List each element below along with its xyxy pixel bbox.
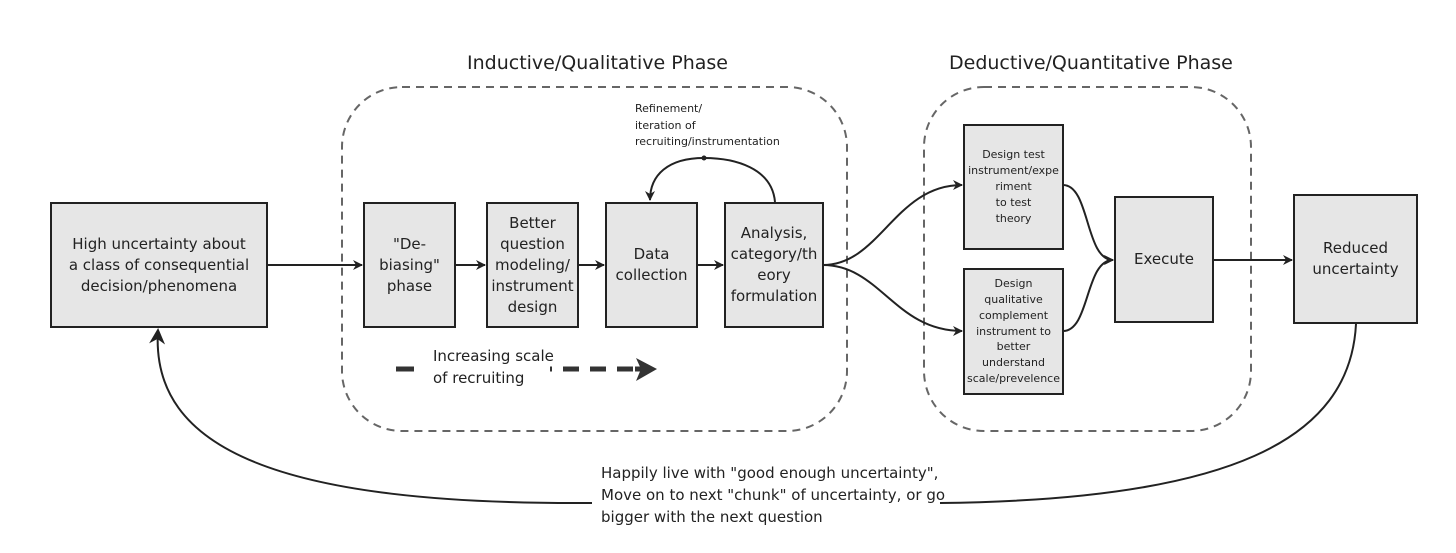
loop-back-to-uncertainty: [149, 328, 593, 505]
refinement-loop-dot: [701, 155, 707, 161]
high-uncertainty-box: High uncertainty about a class of conseq…: [50, 202, 268, 328]
arrow-design-qualitative-to-execute: [1062, 255, 1114, 332]
loop-note: Happily live with "good enough uncertain…: [601, 464, 946, 526]
analysis-box: Analysis, category/th eory formulation: [724, 202, 824, 328]
scale-note: Increasing scale of recruiting: [433, 347, 554, 387]
better-question-box: Better question modeling/ instrument des…: [486, 202, 579, 328]
arrow-analysis-to-design-qualitative: [822, 264, 963, 336]
arrow-analysis-to-design-test: [822, 180, 963, 266]
design-qualitative-box: Design qualitative complement instrument…: [963, 268, 1064, 395]
arrow-design-test-to-execute: [1062, 184, 1114, 265]
scale-arrowhead: [636, 358, 657, 381]
reduced-uncertainty-box: Reduced uncertainty: [1293, 194, 1418, 324]
debiasing-box: "De- biasing" phase: [363, 202, 456, 328]
data-collection-box: Data collection: [605, 202, 698, 328]
design-test-box: Design test instrument/expe riment to te…: [963, 124, 1064, 250]
execute-box: Execute: [1114, 196, 1214, 323]
refinement-note: Refinement/ iteration of recruiting/inst…: [635, 102, 780, 148]
deductive-phase-title: Deductive/Quantitative Phase: [949, 52, 1233, 74]
arrow-refinement-loop: [645, 156, 776, 203]
inductive-phase-title: Inductive/Qualitative Phase: [467, 52, 728, 74]
loop-from-reduced: [939, 323, 1357, 504]
